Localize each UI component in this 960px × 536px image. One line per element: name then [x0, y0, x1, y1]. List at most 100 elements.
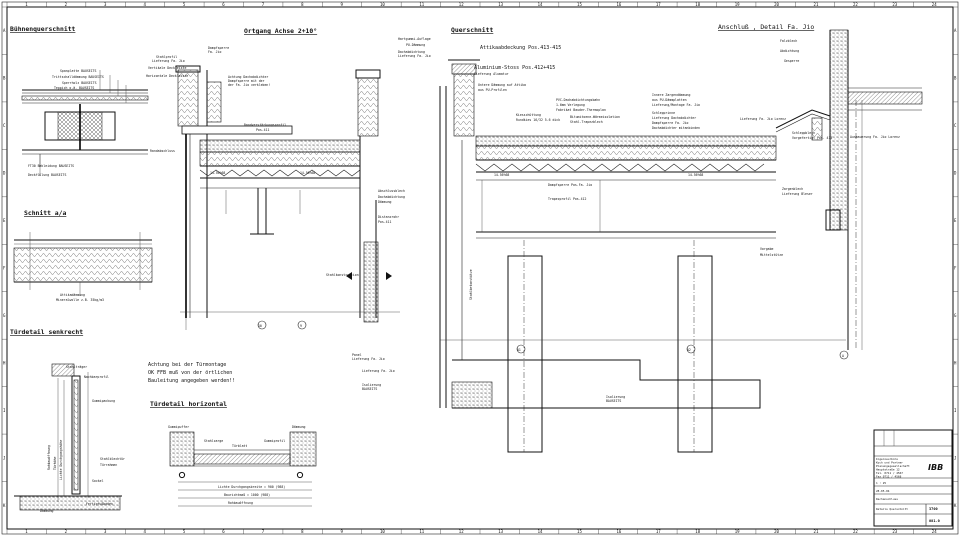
- title-querschnitt: Querschnitt: [451, 26, 493, 34]
- border-row-letter: J: [954, 455, 956, 460]
- border-column-number: 3: [104, 2, 107, 7]
- title-schnitt-a: Schnitt a/a: [24, 209, 66, 217]
- border-column-number: 23: [892, 2, 897, 7]
- border-column-number: 6: [222, 529, 225, 534]
- label-ortgang-8: der Fa. Jio verkleben!: [228, 83, 270, 87]
- border-column-number: 17: [656, 2, 661, 7]
- label-ortgang-11: Randabschluss: [150, 149, 175, 153]
- border-column-number: 6: [222, 2, 225, 7]
- border-column-number: 13: [498, 2, 503, 7]
- axis-9: 9: [300, 324, 302, 328]
- border-row-letter: H: [954, 360, 957, 365]
- border-column-number: 12: [459, 529, 464, 534]
- label-quer-3: Lieferung Fa. Jio: [398, 54, 431, 58]
- label-quer-16: Dampfsperre Pos.Fa. Jio: [548, 183, 592, 187]
- border-column-number: 18: [695, 529, 700, 534]
- label-quer-18: Stahlbetonstütze: [469, 269, 473, 300]
- label-ans-15: Lieferung Bleser: [782, 192, 813, 196]
- border-row-letter: B: [954, 76, 957, 81]
- label-tuer-h-7: Dämmung: [292, 425, 306, 429]
- border-row-letter: D: [3, 171, 6, 176]
- tb-row-5: Fax 0711 / 4568: [876, 475, 902, 479]
- border-column-number: 20: [774, 529, 779, 534]
- border-column-number: 1: [25, 2, 28, 7]
- border-column-number: 10: [380, 2, 385, 7]
- border-column-number: 3: [104, 529, 107, 534]
- dim-ans-1: Mittelstütze: [760, 253, 783, 257]
- label-tuer-s-5: Sockel: [92, 479, 104, 483]
- label-quer-21: Lieferung Fa. Jio: [362, 369, 395, 373]
- border-column-number: 16: [616, 2, 621, 7]
- title-ortgang: Ortgang Achse 2+10°: [244, 27, 317, 35]
- border-column-number: 22: [853, 2, 858, 7]
- label-ortgang-5: Horizontale Deckleiste: [146, 74, 188, 78]
- border-row-letter: K: [954, 503, 957, 508]
- label-quer-11: Fabrikat Bauder-Thermoplan: [556, 108, 606, 112]
- title-tuerdetail-horizontal: Türdetail horizontal: [150, 400, 227, 408]
- label-ortgang-10: Pos.411: [256, 128, 270, 132]
- label-tuer-s-10: Lichte Durchgangshöhe: [59, 440, 63, 480]
- border-column-number: 11: [419, 529, 424, 534]
- tb-number: 3700: [929, 507, 938, 511]
- tb-sheet: 081.0: [929, 519, 940, 523]
- border-column-number: 13: [498, 529, 503, 534]
- label-tuer-h-0: Gummipuffer: [168, 425, 189, 429]
- dim-ans-0: Vorgabe: [760, 247, 774, 251]
- label-ans-9: Dampfsperre Fa. Jio: [652, 121, 689, 125]
- axis-10: 10: [258, 324, 262, 328]
- label-buehne-3: Teppich o.ä. BAUSEITS: [54, 86, 94, 90]
- label-quer-1: PU-Dämmung: [406, 43, 425, 47]
- border-row-letter: A: [3, 28, 6, 33]
- tb-row-2: Planungsgesellschaft: [876, 464, 910, 468]
- border-column-number: 19: [735, 2, 740, 7]
- label-ortgang-9: Randverstärkungsprofil: [244, 123, 286, 127]
- border-column-number: 21: [814, 529, 819, 534]
- label-ortgang-14: Pos.411: [378, 220, 392, 224]
- detail-tuer-horizontal: Gummipuffer Stahlzarge Türblatt Lichte D…: [168, 425, 317, 507]
- label-ans-2: Gesperre: [784, 59, 799, 63]
- tb-scale: 1 : 25: [876, 481, 886, 485]
- title-anschluss: Anschluß , Detail Fa. Jio: [718, 23, 814, 31]
- tb-row-1: Koch und Partner: [876, 461, 903, 465]
- label-ortgang-3: Lieferung Fa. Jio: [152, 59, 185, 63]
- border-column-number: 23: [892, 529, 897, 534]
- label-tuer-s-2: Gummipackung: [92, 399, 115, 403]
- tb-row-3: Hauptstraße 12: [876, 468, 900, 472]
- border-column-number: 4: [143, 529, 146, 534]
- border-column-number: 4: [143, 2, 146, 7]
- border-column-number: 7: [262, 529, 265, 534]
- border-column-number: 20: [774, 2, 779, 7]
- border-column-number: 22: [853, 529, 858, 534]
- label-buehne-2: Sperrholz BAUSEITS: [62, 81, 97, 85]
- label-tuer-s-1: Nachbarprofil: [84, 375, 109, 379]
- dim-ortgang-1: 14.56%68: [300, 171, 315, 175]
- border-column-number: 11: [419, 2, 424, 7]
- label-tuer-s-8: Rohbauöffnung: [47, 445, 51, 470]
- label-tuer-h-6: Gummiprofil: [264, 439, 285, 443]
- label-quer-24: Isolierung: [606, 395, 625, 399]
- border-row-letter: H: [3, 360, 6, 365]
- border-column-number: 2: [65, 529, 68, 534]
- label-ans-1: Abdichtung: [780, 49, 799, 53]
- border-column-number: 5: [183, 2, 186, 7]
- label-ans-13: Ausmauerung Fa. Jio Lorenz: [850, 135, 900, 139]
- border-row-letter: C: [3, 123, 6, 128]
- label-quer-23: BAUSEITS: [362, 387, 377, 391]
- label-tuer-h-2: Türblatt: [232, 444, 247, 448]
- border-column-number: 24: [932, 2, 937, 7]
- label-ans-3: Lieferung Fa. Jio Lorenz: [740, 117, 786, 121]
- label-ortgang-17: Stahlkonstruktion: [326, 273, 359, 277]
- dim-ortgang-0: 14.56%68: [210, 171, 225, 175]
- detail-buehnenquerschnitt: Spanplatte BAUSEITS Trittschalldämmung B…: [21, 69, 149, 177]
- label-ans-5: aus PU-Dämmplatten: [652, 98, 687, 102]
- border-row-letter: G: [3, 313, 6, 318]
- label-ortgang-6: Achtung Dachabdichter: [228, 75, 268, 79]
- dim-quer-0: 14.56%68: [494, 173, 509, 177]
- label-ortgang-15: Dachabdichtung: [378, 195, 405, 199]
- label-ortgang-4: Vertikale Deckleiste: [148, 66, 186, 70]
- border-row-letter: F: [954, 266, 957, 271]
- label-quer-2: Dachabdichtung: [398, 50, 425, 54]
